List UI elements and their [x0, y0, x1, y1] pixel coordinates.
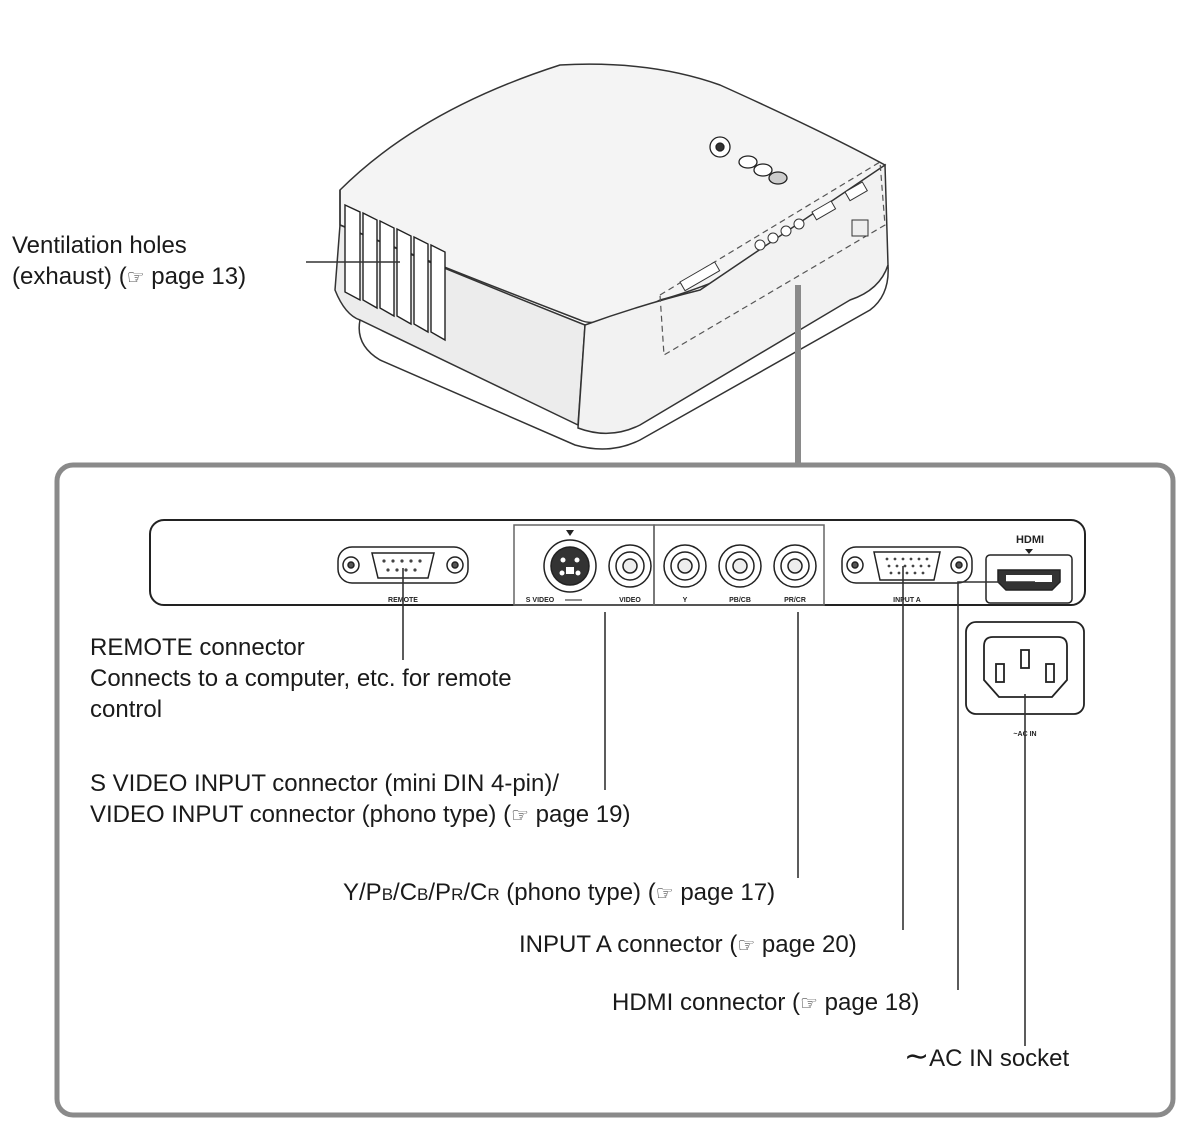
remote-label: REMOTE connector Connects to a computer,… — [90, 632, 512, 725]
panel-label-pb: PB/CB — [729, 597, 751, 604]
panel-label-svideo: S VIDEO — [526, 597, 555, 604]
svideo-label-line2: VIDEO INPUT connector (phono type) (☞ pa… — [90, 801, 631, 828]
panel-label-pr: PR/CR — [784, 597, 806, 604]
component-group — [653, 524, 825, 606]
remote-connector — [337, 546, 469, 584]
remote-label-line3: control — [90, 696, 163, 723]
vent-label: Ventilation holes (exhaust) (☞ page 13) — [12, 230, 246, 293]
svideo-label: S VIDEO INPUT connector (mini DIN 4-pin)… — [90, 768, 630, 831]
ac-symbol-icon: ∼ — [904, 1040, 930, 1073]
page-reference-icon: ☞ — [126, 265, 145, 289]
detail-frame — [54, 462, 1176, 1118]
callout-lines — [402, 566, 1035, 1046]
page-reference-icon: ☞ — [655, 881, 674, 905]
ypbpr-label: Y/PB/CB/PR/CR (phono type) (☞ page 17) — [343, 879, 776, 906]
hdmi-label: HDMI connector (☞ page 18) — [612, 989, 920, 1016]
page-reference-icon: ☞ — [800, 991, 818, 1015]
vent-label-line2: (exhaust) (☞ page 13) — [12, 263, 247, 290]
hdmi-leader-line — [957, 581, 1035, 990]
panel-label-inputa: INPUT A — [893, 597, 921, 604]
panel-label-y: Y — [683, 597, 688, 604]
input-a-connector — [841, 546, 973, 584]
rear-connector-area — [659, 160, 886, 357]
page-reference-icon: ☞ — [737, 933, 756, 957]
inputa-label: INPUT A connector (☞ page 20) — [519, 931, 857, 958]
acin-label: ∼AC IN socket — [904, 1040, 1070, 1073]
projector-body — [334, 63, 889, 450]
svideo-connector — [543, 530, 597, 593]
ac-in-socket — [965, 621, 1085, 715]
panel-label-hdmi: HDMI — [1016, 534, 1044, 546]
top-buttons — [709, 136, 788, 185]
vent-label-line1: Ventilation holes — [12, 232, 187, 259]
page-reference-icon: ☞ — [511, 803, 530, 827]
rca-jacks — [608, 544, 817, 588]
ventilation-holes — [344, 203, 446, 342]
hdmi-connector — [985, 549, 1073, 604]
panel-label-video: VIDEO — [619, 597, 641, 604]
svideo-label-line1: S VIDEO INPUT connector (mini DIN 4-pin)… — [90, 770, 560, 797]
remote-label-line1: REMOTE connector — [90, 634, 305, 661]
remote-label-line2: Connects to a computer, etc. for remote — [90, 665, 512, 692]
